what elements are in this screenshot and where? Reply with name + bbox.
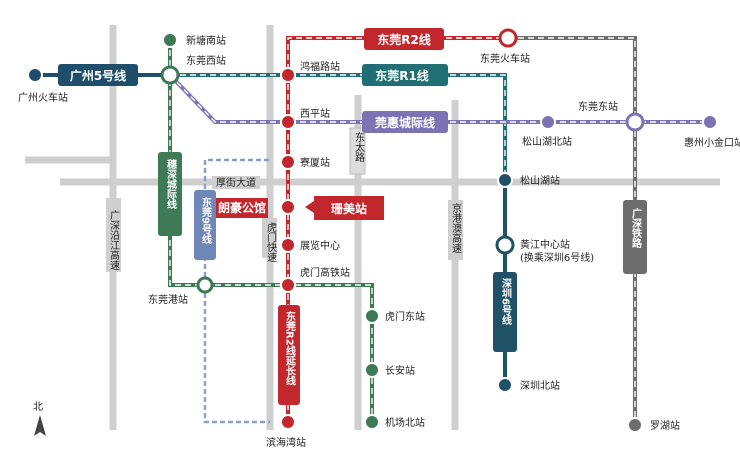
station-songshanhu: 松山湖站 bbox=[497, 172, 560, 188]
station-guangzhou: 广州火车站 bbox=[18, 67, 68, 104]
svg-text:广深沿江高速: 广深沿江高速 bbox=[108, 210, 120, 270]
road-label-xuefu: 厚街大道 bbox=[212, 176, 260, 189]
station-huangjiang: 黄江中心站 (换乘深圳6号线) bbox=[495, 235, 594, 264]
svg-text:广州火车站: 广州火车站 bbox=[18, 91, 68, 104]
svg-text:松山湖站: 松山湖站 bbox=[520, 174, 560, 187]
station-zhaiwu: 寮厦站 bbox=[280, 154, 330, 170]
station-changan: 长安站 bbox=[364, 362, 415, 378]
station-humendong: 虎门东站 bbox=[364, 308, 425, 324]
svg-text:寮厦站: 寮厦站 bbox=[300, 156, 330, 169]
station-hongfulu: 鸿福路站 bbox=[280, 60, 340, 83]
road-label-jingzhu: 京港澳高速 bbox=[448, 200, 463, 260]
badge-sz6: 深圳6号线 bbox=[493, 272, 517, 352]
station-zhanlan: 展览中心 bbox=[280, 237, 340, 253]
road-label-humen: 虎门快速 bbox=[262, 218, 277, 262]
badge-dg9: 东莞9号线 bbox=[194, 190, 216, 260]
svg-text:东莞火车站: 东莞火车站 bbox=[480, 52, 530, 65]
svg-text:东莞西站: 东莞西站 bbox=[186, 54, 226, 67]
svg-text:深圳6号线: 深圳6号线 bbox=[500, 277, 512, 326]
svg-text:机场北站: 机场北站 bbox=[385, 416, 425, 429]
svg-text:深圳北站: 深圳北站 bbox=[520, 379, 560, 392]
svg-text:朗豪公馆: 朗豪公馆 bbox=[218, 200, 266, 215]
svg-text:东莞R2线延长线: 东莞R2线延长线 bbox=[284, 310, 297, 387]
station-jichangbei: 机场北站 bbox=[364, 414, 425, 430]
station-xintangnan: 新塘南站 bbox=[162, 32, 226, 48]
svg-text:东太路: 东太路 bbox=[353, 131, 365, 163]
svg-text:(换乘深圳6号线): (换乘深圳6号线) bbox=[520, 251, 594, 264]
highlight-station-label: 珊美站 bbox=[305, 196, 384, 220]
stations: 广州火车站 新塘南站 东莞西站 鸿福路站 西平站 寮厦站 展览中心 虎门高铁站 … bbox=[18, 28, 740, 449]
badge-hz: 莞惠城际线 bbox=[362, 111, 448, 133]
station-humen: 虎门高铁站 bbox=[280, 266, 350, 293]
project-label: 朗豪公馆 bbox=[216, 198, 268, 218]
line-r2-track bbox=[286, 36, 508, 420]
station-dongguandong: 东莞东站 bbox=[578, 100, 645, 132]
badge-r2: 东莞R2线 bbox=[364, 28, 444, 50]
badge-ss: 穗深城际线 bbox=[158, 152, 182, 236]
svg-text:东莞R1线: 东莞R1线 bbox=[375, 68, 429, 83]
station-dongguanhuoche: 东莞火车站 bbox=[480, 28, 530, 65]
svg-text:鸿福路站: 鸿福路站 bbox=[300, 60, 340, 73]
station-shenzhenbei: 深圳北站 bbox=[497, 377, 560, 393]
badge-gz5: 广州5号线 bbox=[58, 64, 138, 86]
station-dongguangang: 东莞港站 bbox=[148, 276, 214, 306]
svg-text:莞惠城际线: 莞惠城际线 bbox=[375, 115, 435, 130]
svg-text:新塘南站: 新塘南站 bbox=[186, 34, 226, 47]
svg-text:罗湖站: 罗湖站 bbox=[650, 419, 680, 432]
svg-text:穗深城际线: 穗深城际线 bbox=[165, 158, 177, 210]
svg-text:西平站: 西平站 bbox=[300, 107, 330, 120]
station-songshanhubei: 松山湖北站 bbox=[522, 114, 572, 148]
badge-gs: 广深铁路 bbox=[623, 200, 647, 274]
svg-text:东莞港站: 东莞港站 bbox=[148, 293, 188, 306]
svg-text:展览中心: 展览中心 bbox=[300, 239, 340, 252]
svg-text:珊美站: 珊美站 bbox=[331, 201, 367, 216]
station-dongguanxi: 东莞西站 bbox=[160, 54, 226, 85]
road-label-dongtai: 东太路 bbox=[349, 127, 366, 175]
station-luohu: 罗湖站 bbox=[627, 417, 680, 433]
svg-text:东莞东站: 东莞东站 bbox=[578, 100, 618, 113]
svg-text:黄江中心站: 黄江中心站 bbox=[520, 238, 570, 251]
compass-icon: 北 bbox=[33, 401, 46, 436]
svg-text:虎门东站: 虎门东站 bbox=[385, 310, 425, 323]
station-binhaiwan: 滨海湾站 bbox=[266, 414, 306, 449]
svg-text:北: 北 bbox=[33, 401, 43, 413]
station-huizhou: 惠州小金口站 bbox=[684, 114, 740, 149]
line-gs-track bbox=[508, 36, 637, 425]
svg-text:广州5号线: 广州5号线 bbox=[70, 68, 126, 83]
svg-text:松山湖北站: 松山湖北站 bbox=[522, 135, 572, 148]
badge-r2ext: 东莞R2线延长线 bbox=[278, 305, 300, 405]
svg-text:滨海湾站: 滨海湾站 bbox=[266, 436, 306, 449]
station-shanmei bbox=[280, 199, 296, 215]
svg-text:惠州小金口站: 惠州小金口站 bbox=[684, 136, 740, 149]
svg-text:虎门快速: 虎门快速 bbox=[265, 222, 277, 262]
svg-text:东莞R2线: 东莞R2线 bbox=[377, 32, 431, 47]
badge-r1: 东莞R1线 bbox=[362, 64, 448, 86]
station-xiping: 西平站 bbox=[280, 107, 330, 130]
svg-text:东莞9号线: 东莞9号线 bbox=[200, 196, 212, 245]
svg-text:长安站: 长安站 bbox=[385, 364, 415, 377]
svg-text:虎门高铁站: 虎门高铁站 bbox=[300, 266, 350, 279]
svg-text:广深铁路: 广深铁路 bbox=[630, 207, 642, 249]
svg-text:京港澳高速: 京港澳高速 bbox=[450, 202, 462, 253]
svg-text:厚街大道: 厚街大道 bbox=[216, 176, 256, 189]
road-label-guangshen: 广深沿江高速 bbox=[106, 198, 121, 272]
